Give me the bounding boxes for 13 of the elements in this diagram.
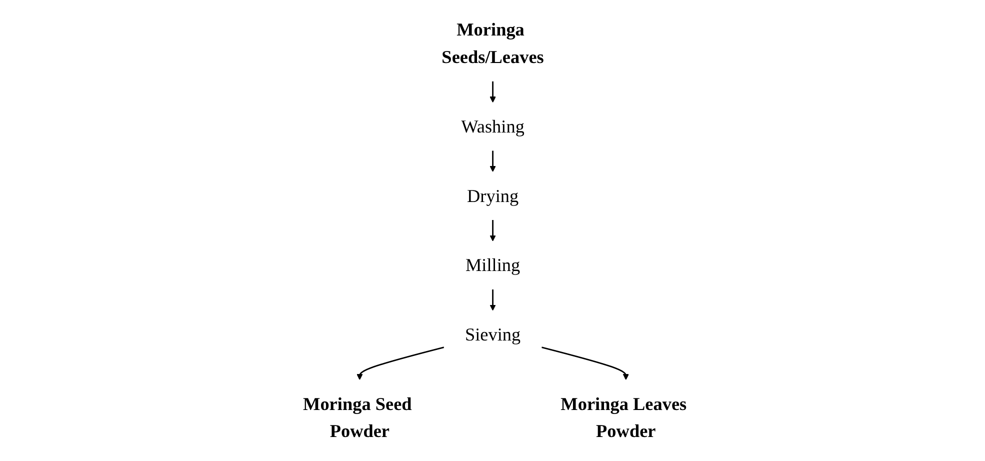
arrow <box>356 346 444 380</box>
node-text: Moringa Leaves Powder <box>560 394 686 442</box>
node-text: Moringa Seeds/Leaves <box>441 20 544 68</box>
arrow <box>489 220 496 242</box>
node-text: Sieving <box>464 324 520 345</box>
arrow <box>489 289 496 311</box>
arrow <box>489 150 496 172</box>
node-text: Moringa Seed Powder <box>302 394 412 442</box>
arrow <box>541 346 629 380</box>
node-text: Drying <box>466 186 518 206</box>
node-text: Milling <box>465 255 520 276</box>
arrow <box>489 81 496 103</box>
node-text: Washing <box>460 116 524 137</box>
